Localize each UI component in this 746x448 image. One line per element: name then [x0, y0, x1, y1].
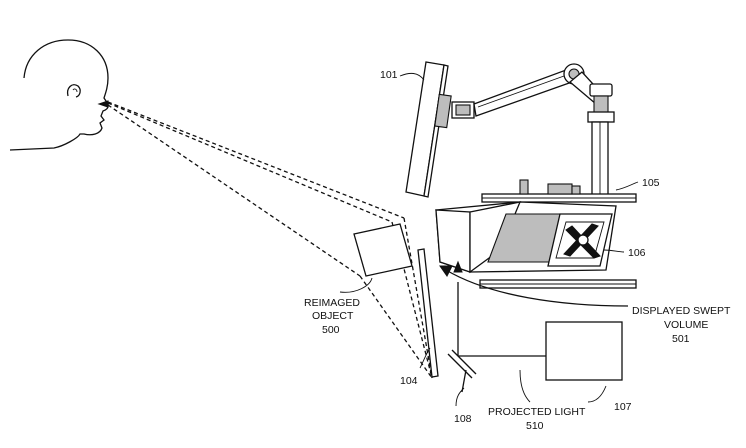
label-106: 106 [628, 247, 646, 259]
label-108: 108 [454, 413, 472, 425]
label-projected-2: 510 [526, 420, 544, 432]
swept-volume-display [436, 202, 616, 272]
label-swept-3: 501 [672, 333, 690, 345]
lower-platform [480, 280, 636, 288]
label-swept-2: VOLUME [664, 319, 708, 331]
upper-platform [482, 180, 636, 202]
label-reimaged-2: OBJECT [312, 310, 354, 322]
monitor [406, 62, 451, 197]
label-swept-1: DISPLAYED SWEPT [632, 305, 731, 317]
label-104: 104 [400, 375, 418, 387]
label-107: 107 [614, 401, 632, 413]
label-projected-1: PROJECTED LIGHT [488, 406, 586, 418]
reimaged-object [354, 224, 412, 276]
monitor-arm [452, 64, 614, 196]
label-reimaged-1: REIMAGED [304, 297, 360, 309]
label-105: 105 [642, 177, 660, 189]
label-101: 101 [380, 69, 398, 81]
label-reimaged-3: 500 [322, 324, 340, 336]
viewer-head [10, 40, 108, 150]
